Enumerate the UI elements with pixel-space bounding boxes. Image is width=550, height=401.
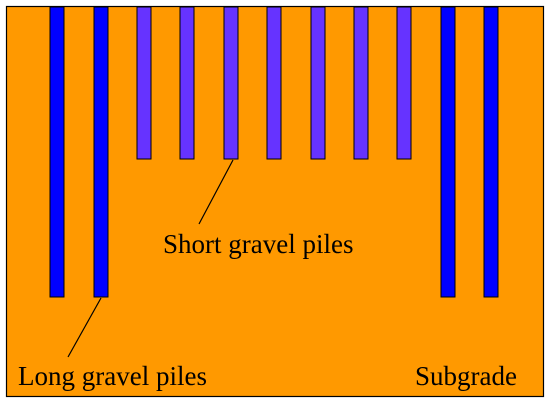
long-gravel-pile: [483, 6, 499, 298]
short-gravel-pile: [136, 6, 152, 160]
short-gravel-pile: [223, 6, 239, 160]
long-piles-label: Long gravel piles: [18, 361, 207, 391]
short-gravel-pile: [179, 6, 195, 160]
short-gravel-pile: [353, 6, 369, 160]
short-gravel-pile: [310, 6, 326, 160]
short-piles-label: Short gravel piles: [163, 229, 353, 259]
long-gravel-pile: [440, 6, 456, 298]
long-gravel-pile: [49, 6, 65, 298]
short-gravel-pile: [396, 6, 412, 160]
long-gravel-pile: [93, 6, 109, 298]
short-gravel-pile: [266, 6, 282, 160]
short-piles-leader-line: [198, 159, 234, 225]
long-piles-leader-line: [67, 297, 102, 358]
subgrade-label: Subgrade: [415, 361, 517, 391]
